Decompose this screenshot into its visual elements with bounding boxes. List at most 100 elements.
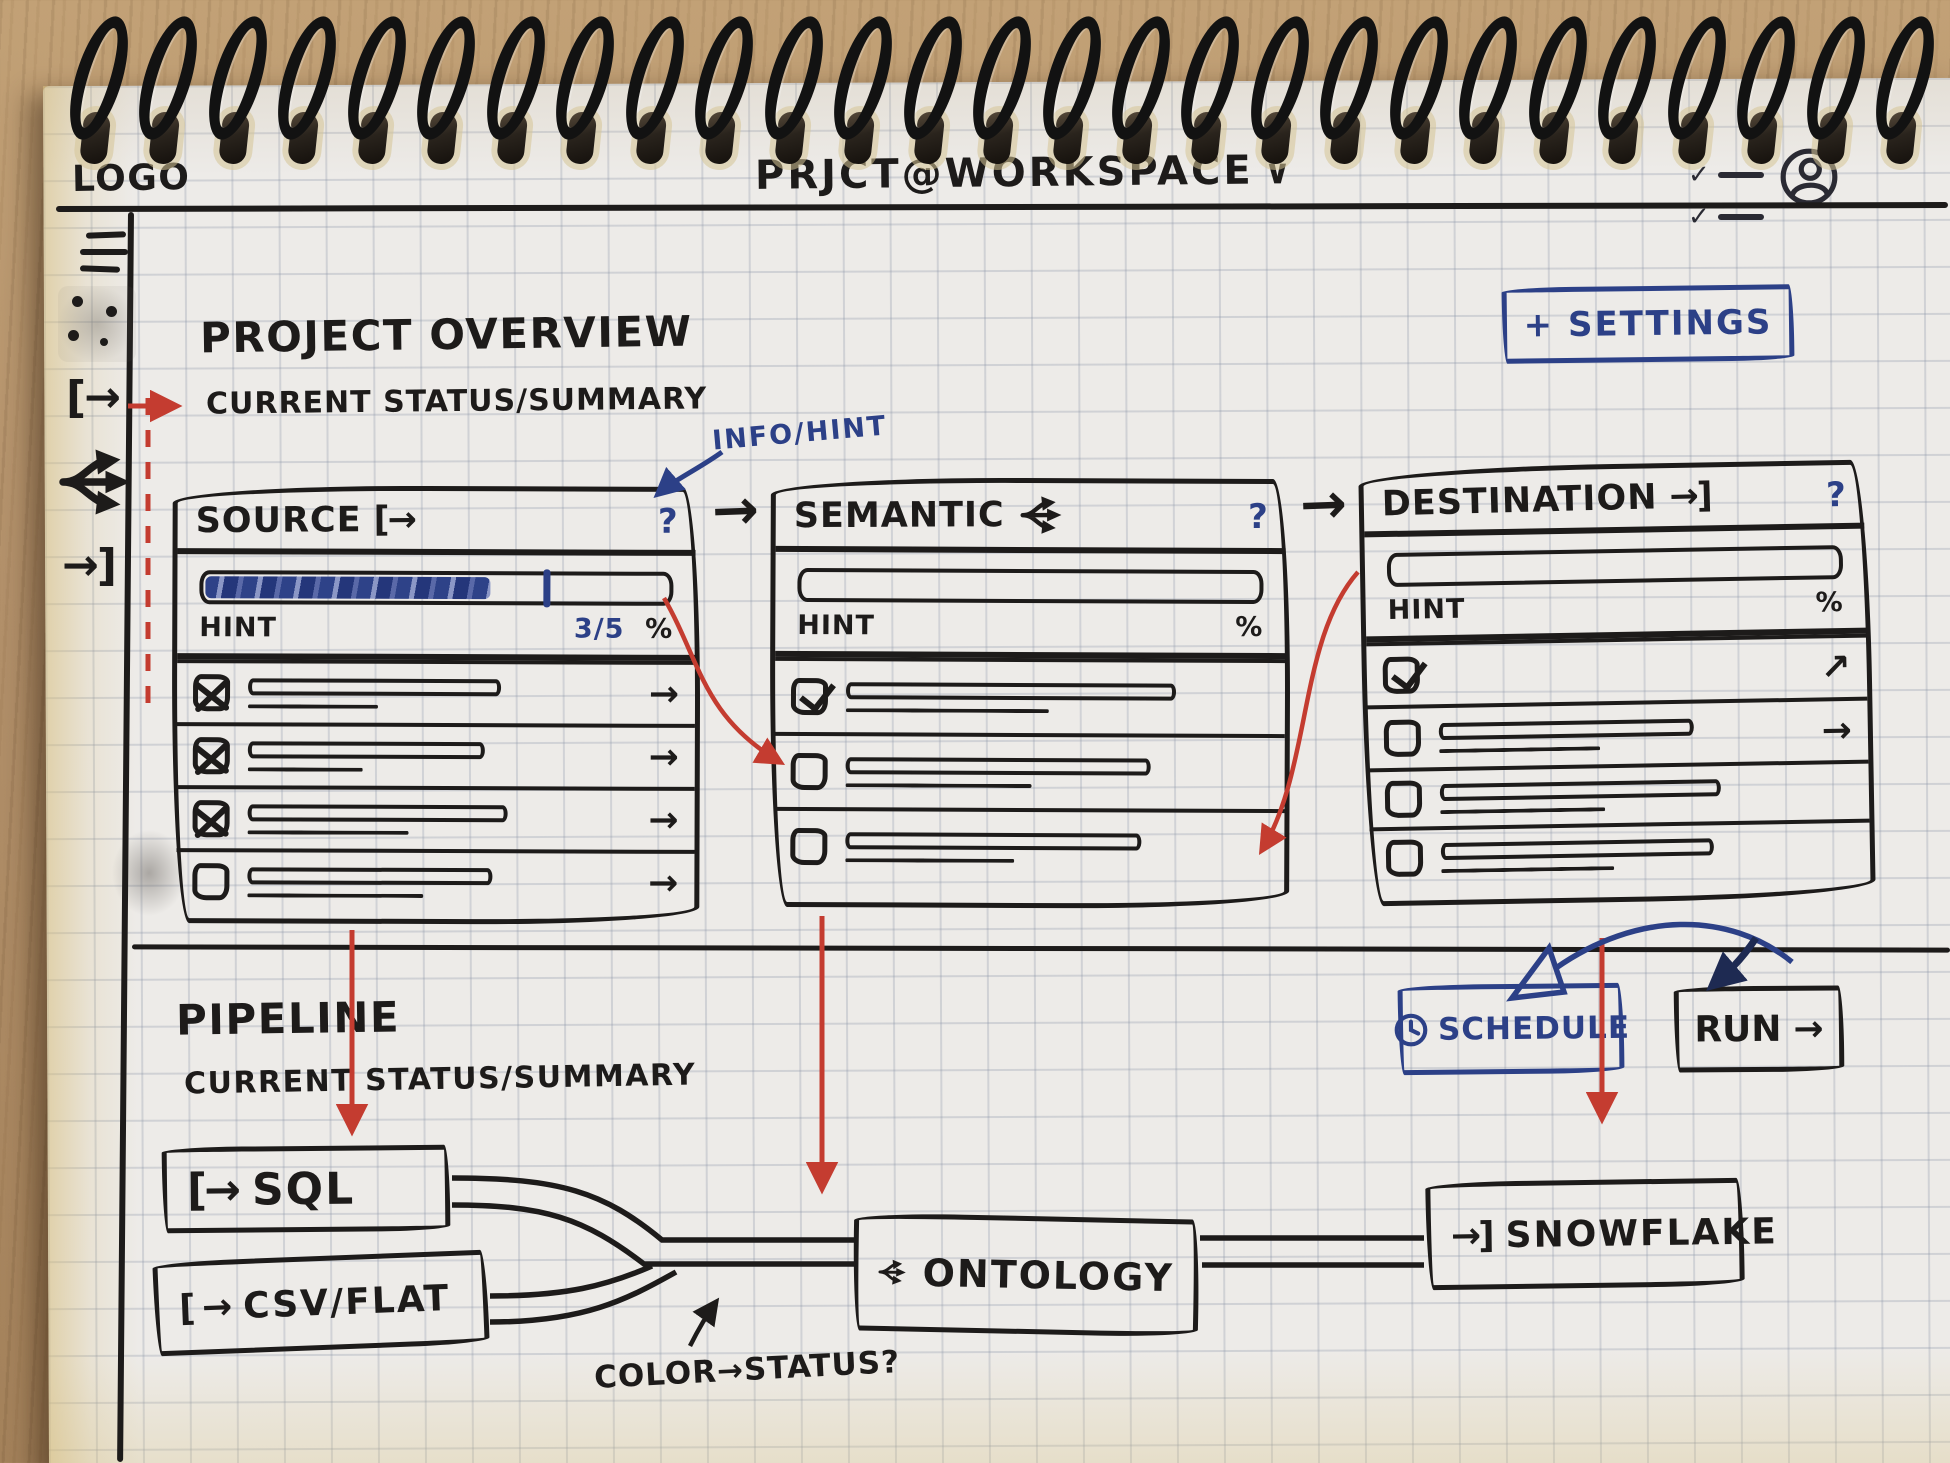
checkbox-empty[interactable] bbox=[192, 863, 230, 901]
check-line: ✓ bbox=[1688, 202, 1764, 232]
clock-icon bbox=[1392, 1011, 1430, 1049]
percent-label: % bbox=[1235, 611, 1264, 644]
menu-icon[interactable] bbox=[79, 231, 128, 273]
item-text-placeholder bbox=[247, 677, 631, 709]
tasks-icon[interactable]: ✓ ✓ bbox=[1688, 160, 1764, 232]
checkbox-empty[interactable] bbox=[790, 827, 828, 866]
branch-icon bbox=[1017, 492, 1069, 538]
item-text-placeholder bbox=[1439, 776, 1853, 814]
schedule-label: SCHEDULE bbox=[1437, 1009, 1631, 1048]
checkbox-checked[interactable] bbox=[790, 677, 829, 716]
help-icon[interactable]: ? bbox=[1825, 474, 1847, 516]
node-label: ONTOLOGY bbox=[922, 1250, 1175, 1301]
destination-list-item[interactable] bbox=[1369, 818, 1871, 887]
row-arrow-icon[interactable]: → bbox=[648, 736, 679, 778]
item-text-placeholder bbox=[845, 681, 1269, 714]
check-line: ✓ bbox=[1688, 160, 1764, 190]
item-text-placeholder bbox=[1440, 835, 1854, 873]
item-text-placeholder bbox=[247, 740, 631, 772]
semantic-list-item[interactable] bbox=[774, 656, 1286, 735]
item-text-placeholder bbox=[247, 866, 630, 898]
semantic-list-item[interactable] bbox=[774, 731, 1285, 810]
spiral-coil bbox=[1447, 10, 1530, 170]
semantic-progress-bar bbox=[797, 567, 1264, 605]
item-text-placeholder bbox=[845, 831, 1268, 864]
source-hint-row: HINT 3/5 % bbox=[177, 610, 696, 661]
schedule-button[interactable]: SCHEDULE bbox=[1394, 982, 1630, 1076]
hint-label: HINT bbox=[797, 609, 876, 642]
pipeline-node-csv[interactable]: [ → CSV/FLAT bbox=[152, 1249, 490, 1357]
spiral-coil bbox=[613, 10, 696, 170]
branch-icon[interactable] bbox=[56, 442, 140, 522]
checkbox-crossed[interactable] bbox=[192, 800, 230, 838]
spiral-coil bbox=[1864, 10, 1947, 170]
semantic-list-item[interactable] bbox=[774, 806, 1285, 885]
spiral-coil bbox=[405, 10, 487, 170]
spiral-coil bbox=[1656, 10, 1738, 170]
spiral-coil bbox=[1030, 10, 1113, 170]
color-status-annotation: COLOR→STATUS? bbox=[593, 1344, 901, 1396]
item-text-placeholder bbox=[845, 756, 1269, 789]
source-bracket-icon: [→ bbox=[186, 1164, 239, 1216]
destination-hint-row: HINT % bbox=[1365, 584, 1867, 643]
destination-list-item[interactable]: ↗ bbox=[1366, 633, 1868, 706]
row-arrow-icon[interactable]: → bbox=[648, 862, 679, 904]
spiral-coil bbox=[1100, 10, 1182, 170]
source-list-item[interactable]: → bbox=[176, 785, 695, 850]
source-list-item[interactable]: → bbox=[176, 722, 695, 787]
checkbox-empty[interactable] bbox=[790, 752, 828, 791]
checkbox-empty[interactable] bbox=[1383, 719, 1422, 758]
source-icon[interactable]: [→ bbox=[66, 372, 121, 423]
nodes-graph-icon[interactable] bbox=[58, 286, 136, 362]
spiral-coil bbox=[544, 10, 626, 170]
source-list-item[interactable]: → bbox=[176, 848, 695, 913]
hint-label: HINT bbox=[1387, 593, 1466, 626]
semantic-panel-header: SEMANTIC ? bbox=[775, 481, 1286, 555]
spiral-coil bbox=[335, 10, 418, 170]
row-arrow-icon[interactable]: → bbox=[1821, 709, 1853, 752]
run-label: RUN bbox=[1694, 1008, 1782, 1050]
checkbox-crossed[interactable] bbox=[192, 737, 230, 775]
spiral-coil bbox=[196, 10, 279, 170]
destination-panel-title: DESTINATION→] bbox=[1381, 475, 1712, 525]
help-icon[interactable]: ? bbox=[1247, 496, 1268, 538]
row-arrow-icon[interactable]: ↗ bbox=[1820, 646, 1852, 689]
page-subtitle: CURRENT STATUS/SUMMARY bbox=[205, 381, 708, 422]
checkbox-empty[interactable] bbox=[1384, 780, 1423, 819]
pipeline-node-snowflake[interactable]: →] SNOWFLAKE bbox=[1425, 1177, 1778, 1291]
node-label: SQL bbox=[251, 1163, 356, 1215]
spiral-coil bbox=[1725, 10, 1808, 170]
source-list-item[interactable]: → bbox=[176, 659, 696, 724]
item-text-placeholder bbox=[1438, 664, 1803, 679]
destination-list-item[interactable]: → bbox=[1367, 696, 1869, 769]
spiral-coil bbox=[1586, 10, 1669, 170]
destination-icon[interactable]: →] bbox=[62, 540, 117, 591]
spiral-coil bbox=[1517, 10, 1599, 170]
source-bracket-icon: [→ bbox=[373, 499, 416, 541]
checkbox-empty[interactable] bbox=[1385, 839, 1424, 878]
pipeline-node-ontology[interactable]: ONTOLOGY bbox=[851, 1212, 1201, 1338]
spiral-coil bbox=[266, 10, 348, 170]
spiral-coil bbox=[1169, 10, 1252, 170]
spiral-coil bbox=[891, 10, 974, 170]
destination-list-item[interactable] bbox=[1368, 759, 1870, 828]
destination-bracket-icon: →] bbox=[1450, 1214, 1492, 1257]
topbar-divider bbox=[55, 202, 1949, 212]
pipeline-node-sql[interactable]: [→ SQL bbox=[161, 1144, 451, 1234]
source-panel-header: SOURCE[→ ? bbox=[177, 490, 696, 556]
spiral-binding bbox=[58, 10, 1947, 170]
help-icon[interactable]: ? bbox=[657, 501, 678, 542]
row-arrow-icon[interactable]: → bbox=[648, 673, 680, 715]
destination-progress-bar bbox=[1386, 545, 1844, 587]
run-button[interactable]: RUN → bbox=[1673, 985, 1845, 1073]
checkbox-crossed[interactable] bbox=[192, 674, 231, 712]
settings-button[interactable]: + SETTINGS bbox=[1501, 284, 1795, 364]
pipeline-title: PIPELINE bbox=[175, 992, 401, 1045]
checkbox-checked[interactable] bbox=[1382, 656, 1421, 695]
spiral-coil bbox=[127, 10, 209, 170]
item-text-placeholder bbox=[1438, 716, 1804, 753]
source-panel-title: SOURCE[→ bbox=[195, 499, 416, 542]
destination-panel-header: DESTINATION→] ? bbox=[1363, 464, 1865, 538]
row-arrow-icon[interactable]: → bbox=[648, 799, 679, 841]
